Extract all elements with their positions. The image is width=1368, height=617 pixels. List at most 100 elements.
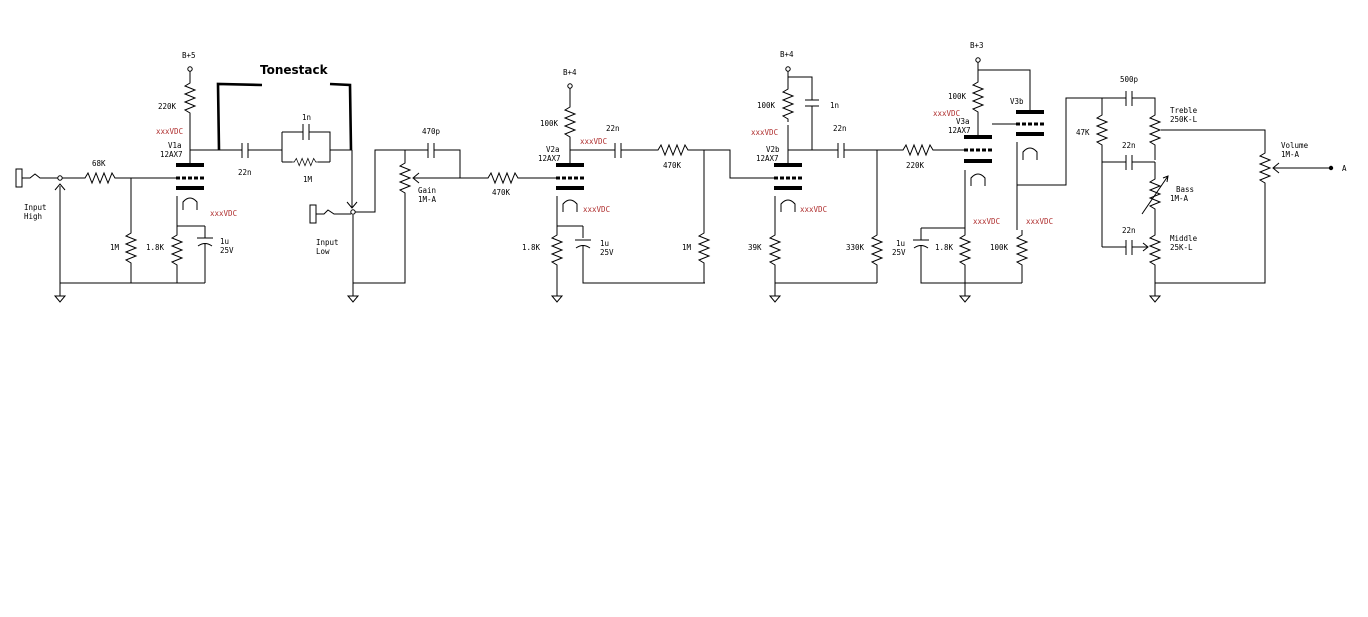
v2a-id: V2a <box>546 145 560 154</box>
v2b-cathode-voltage: xxxVDC <box>800 205 827 214</box>
tube-v3b: V3b xxxVDC <box>992 97 1053 230</box>
r-47k-label: 47K <box>1076 128 1090 137</box>
resistor-47k <box>1096 111 1108 149</box>
resistor-1k8-v2a <box>551 231 563 269</box>
rail-b5-label: B+5 <box>182 51 196 60</box>
tube-v2b: V2b 12AX7 xxxVDC xxxVDC <box>751 125 827 232</box>
v3b-cathode-voltage: xxxVDC <box>1026 217 1053 226</box>
gain-label-1: Gain <box>418 186 436 195</box>
treble-label-2: 250K-L <box>1170 115 1198 124</box>
rail-b3-label: B+3 <box>970 41 984 50</box>
r-470k-2-label: 470K <box>663 161 682 170</box>
tonestack-marker <box>216 82 353 151</box>
r-470k-1-label: 470K <box>492 188 511 197</box>
pot-bass <box>1149 175 1161 213</box>
pot-treble <box>1149 111 1161 149</box>
c-22n-1-label: 22n <box>238 168 252 177</box>
r-100k-v3a-label: 100K <box>948 92 967 101</box>
rail-b4b-label: B+4 <box>780 50 794 59</box>
tonestack-title: Tonestack <box>260 63 329 77</box>
resistor-1k8-v1 <box>171 231 183 269</box>
v3a-id: V3a <box>956 117 970 126</box>
input-high-label-2: High <box>24 212 42 221</box>
r-220k-2-label: 220K <box>906 161 925 170</box>
ground-icon <box>347 295 359 303</box>
pot-volume <box>1259 149 1271 187</box>
v1a-id: V1a <box>168 141 182 150</box>
input-low-label-1: Input <box>316 238 339 247</box>
c-1u-v2a-label-2: 25V <box>600 248 614 257</box>
input-high-jack: Input High <box>15 168 66 283</box>
v2a-type: 12AX7 <box>538 154 561 163</box>
input-low-label-2: Low <box>316 247 330 256</box>
middle-label-1: Middle <box>1170 234 1198 243</box>
gain-label-2: 1M-A <box>418 195 437 204</box>
v3b-id: V3b <box>1010 97 1024 106</box>
input-high-label-1: Input <box>24 203 47 212</box>
v3a-plate-voltage: xxxVDC <box>933 109 960 118</box>
v3a-type: 12AX7 <box>948 126 971 135</box>
v2b-plate-voltage: xxxVDC <box>751 128 778 137</box>
c-500p-label: 500p <box>1120 75 1139 84</box>
r-1k8-v3-label: 1.8K <box>935 243 954 252</box>
output-a-label: A <box>1342 164 1347 173</box>
ground-icon <box>959 295 971 303</box>
ground-icon <box>769 295 781 303</box>
resistor-1m-tonestack <box>291 157 319 167</box>
r-1k8-v2a-label: 1.8K <box>522 243 541 252</box>
c-470p-label: 470p <box>422 127 441 136</box>
c-1n-2-label: 1n <box>830 101 839 110</box>
c-22n-4-label: 22n <box>1122 141 1136 150</box>
v1a-plate-voltage: xxxVDC <box>156 127 183 136</box>
treble-label-1: Treble <box>1170 106 1198 115</box>
c-1u-v1-label-1: 1u <box>220 237 229 246</box>
tone-stack: 500p 47K Treble 250K-L 22n Bass 1M-A 22n… <box>1076 75 1266 303</box>
ground-icon <box>54 295 66 303</box>
resistor-220k-v1 <box>184 79 196 117</box>
pot-middle <box>1149 231 1161 269</box>
bass-label-2: 1M-A <box>1170 194 1189 203</box>
pot-gain <box>399 159 411 197</box>
resistor-1m-2 <box>698 229 710 267</box>
resistor-1k8-v3 <box>959 231 971 269</box>
r-100k-v3b-label: 100K <box>990 243 1009 252</box>
r-100k-v2a-label: 100K <box>540 119 559 128</box>
resistor-220k-2 <box>899 144 937 156</box>
resistor-470k-1 <box>484 172 522 184</box>
r-220k-v1-label: 220K <box>158 102 177 111</box>
r-68k-label: 68K <box>92 159 106 168</box>
resistor-100k-v3b <box>1016 231 1028 269</box>
tube-v3a: V3a 12AX7 xxxVDC xxxVDC <box>933 109 1000 228</box>
resistor-100k-v3a <box>972 78 984 116</box>
r-1k8-v1-label: 1.8K <box>146 243 165 252</box>
tube-v2a: V2a 12AX7 xxxVDC xxxVDC <box>538 137 610 226</box>
resistor-100k-v2b <box>782 85 794 123</box>
tube-v1a: V1a 12AX7 xxxVDC xxxVDC <box>156 127 237 226</box>
r-39k-label: 39K <box>748 243 762 252</box>
c-22n-5-label: 22n <box>1122 226 1136 235</box>
resistor-100k-v2a <box>564 103 576 141</box>
v1a-cathode-voltage: xxxVDC <box>210 209 237 218</box>
bass-label-1: Bass <box>1176 185 1194 194</box>
c-22n-3-label: 22n <box>833 124 847 133</box>
middle-label-2: 25K-L <box>1170 243 1193 252</box>
r-1m-2-label: 1M <box>682 243 692 252</box>
resistor-68k <box>81 172 119 184</box>
resistor-1m-input <box>125 229 137 267</box>
ground-icon <box>1149 295 1161 303</box>
volume-label-2: 1M-A <box>1281 150 1300 159</box>
r-330k-label: 330K <box>846 243 865 252</box>
volume-label-1: Volume <box>1281 141 1309 150</box>
c-1u-v2a-label-1: 1u <box>600 239 609 248</box>
v2a-cathode-voltage: xxxVDC <box>583 205 610 214</box>
gain-pot: Gain 1M-A <box>353 150 460 284</box>
ground-icon <box>551 295 563 303</box>
r-1m-in-label: 1M <box>110 243 120 252</box>
rail-b4a-label: B+4 <box>563 68 577 77</box>
r-100k-v2b-label: 100K <box>757 101 776 110</box>
v2b-type: 12AX7 <box>756 154 779 163</box>
input-low-jack: Input Low <box>309 150 358 296</box>
c-1u-v3-label-2: 25V <box>892 248 906 257</box>
resistor-39k <box>769 231 781 269</box>
resistor-330k <box>871 231 883 269</box>
